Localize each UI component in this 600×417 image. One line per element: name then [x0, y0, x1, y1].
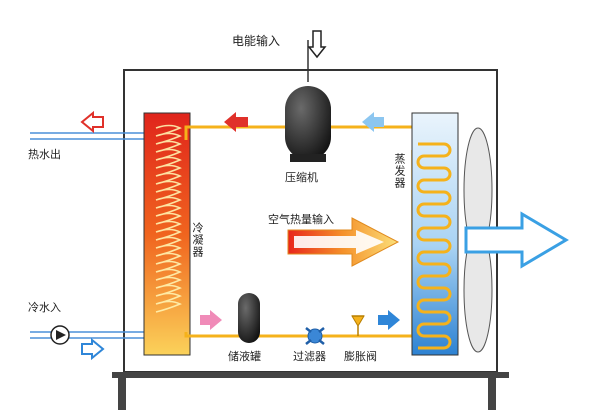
cold-water-pipe [30, 331, 152, 339]
air-heat-input-label: 空气热量输入 [268, 213, 334, 226]
refrigerant-flow-arrow-top-left-icon [224, 112, 248, 132]
power-input-label: 电能输入 [232, 34, 281, 48]
refrigerant-flow-arrow-bottom-left-icon [200, 310, 222, 330]
receiver-label: 储液罐 [228, 350, 261, 363]
cold-water-in-label: 冷水入 [28, 301, 61, 314]
compressor-label: 压缩机 [285, 171, 318, 184]
refrigerant-flow-arrow-bottom-right-icon [378, 310, 400, 330]
expansion-valve-icon [351, 315, 365, 336]
evaporator-label: 蒸发器 [393, 153, 406, 189]
filter-icon [305, 327, 325, 345]
condenser-label: 冷凝器 [191, 222, 204, 258]
air-out-arrow-icon [464, 211, 569, 269]
pump-icon [50, 325, 70, 345]
compressor [285, 40, 331, 162]
receiver-tank [238, 293, 260, 343]
condenser [143, 112, 191, 356]
refrigerant-flow-arrow-top-right-icon [362, 112, 384, 132]
air-heat-input-arrow-icon [287, 217, 400, 267]
filter-label: 过滤器 [293, 350, 326, 363]
expansion-valve-label: 膨胀阀 [344, 350, 377, 363]
cold-water-in-arrow-icon [81, 337, 105, 361]
machine-frame [112, 69, 509, 410]
power-input-arrow-icon [307, 30, 327, 59]
hot-water-out-label: 热水出 [28, 148, 61, 161]
hot-water-pipe [30, 132, 152, 140]
evaporator [411, 112, 459, 356]
hot-water-out-arrow-icon [80, 110, 104, 134]
